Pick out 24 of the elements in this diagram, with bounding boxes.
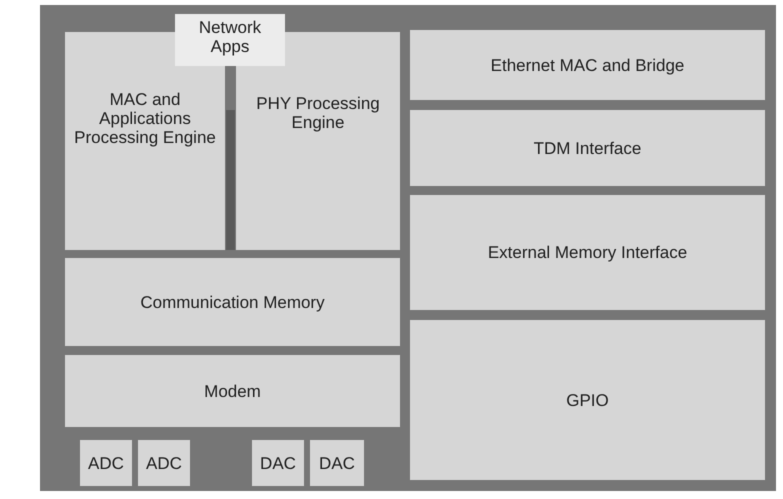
module-block — [175, 14, 285, 66]
module-block — [410, 110, 765, 186]
module-block — [310, 440, 364, 486]
module-block — [65, 258, 400, 346]
module-label: PHY Processing Engine — [255, 94, 381, 132]
module-block — [65, 355, 400, 427]
module-block — [252, 440, 304, 486]
module-block — [410, 195, 765, 310]
module-label: Ethernet MAC and Bridge — [490, 56, 684, 74]
module-label: DAC — [319, 454, 355, 472]
module-label: ADC — [88, 454, 124, 472]
module-label: GPIO — [566, 390, 609, 410]
module-block — [138, 440, 190, 486]
module-block — [410, 320, 765, 480]
module-label: MAC and Applications Processing Engine — [73, 90, 217, 147]
module-label: Modem — [204, 382, 261, 400]
module-label: External Memory Interface — [488, 243, 688, 262]
module-label: TDM Interface — [534, 138, 642, 158]
module-label: Network Apps — [198, 18, 262, 56]
module-label: ADC — [146, 454, 182, 472]
module-block — [410, 30, 765, 100]
module-block — [80, 440, 132, 486]
module-label: Communication Memory — [140, 292, 325, 312]
module-label: DAC — [260, 454, 296, 472]
